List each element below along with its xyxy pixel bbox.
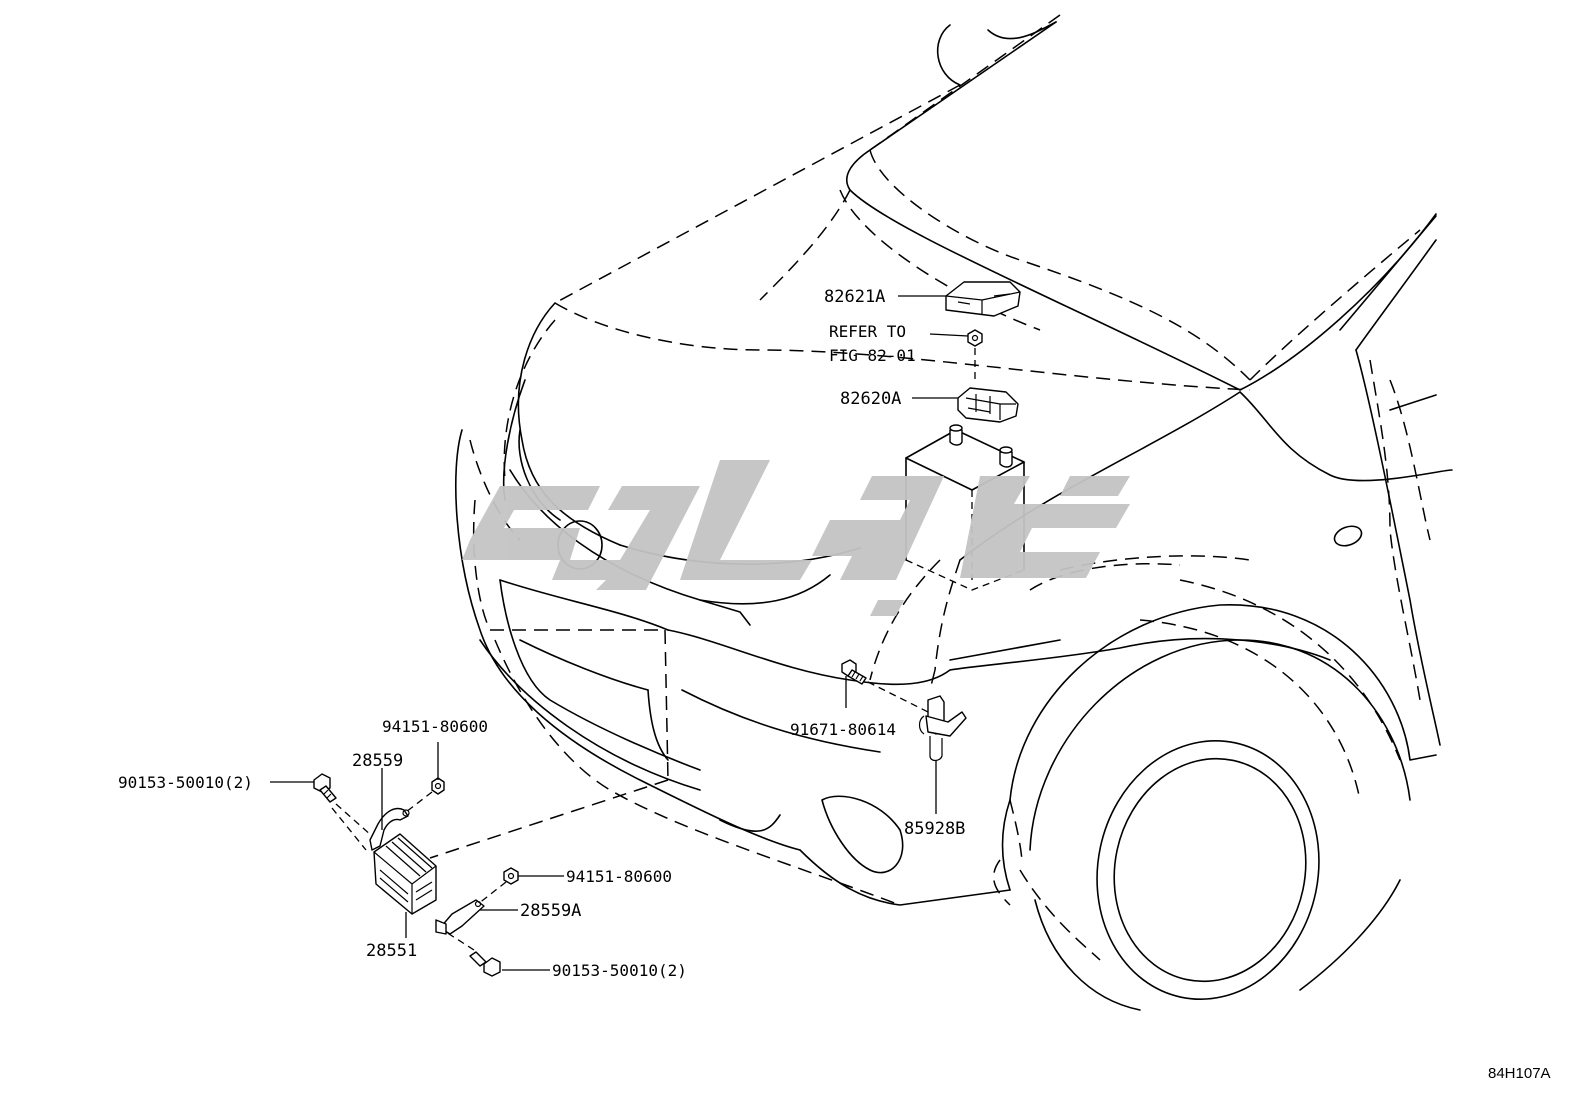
part-85928B-sensor[interactable]: [918, 695, 967, 762]
bolt-icon[interactable]: [841, 659, 867, 685]
dashed-leader: [331, 807, 367, 851]
dashed-leader: [405, 791, 433, 813]
label-82620A[interactable]: 82620A: [840, 389, 901, 409]
label-94151-80600-upper[interactable]: 94151-80600: [382, 717, 488, 736]
bolt-icon[interactable]: [313, 773, 337, 803]
label-28551[interactable]: 28551: [366, 941, 417, 961]
label-28559[interactable]: 28559: [352, 751, 403, 771]
leader-lines: [270, 295, 969, 971]
label-refer-to-line1[interactable]: REFER TO: [829, 322, 906, 341]
part-28559A-bracket[interactable]: [435, 899, 485, 935]
bolt-icon[interactable]: [469, 951, 501, 977]
label-85928B[interactable]: 85928B: [904, 819, 965, 839]
nut-icon[interactable]: [503, 867, 519, 885]
nut-icon[interactable]: [431, 777, 445, 795]
dashed-leader: [867, 681, 929, 713]
part-labels: 82621A REFER TO FIG 82-01 82620A 91671-8…: [118, 287, 1551, 1082]
label-90153-50010-upper[interactable]: 90153-50010(2): [118, 773, 253, 792]
nut-icon[interactable]: [967, 329, 983, 347]
figure-code: 84H107A: [1488, 1065, 1551, 1082]
watermark-logo: [462, 460, 1130, 616]
part-28551-module[interactable]: [373, 833, 437, 915]
vehicle-hidden-lines: [429, 14, 1431, 961]
part-28559-bracket[interactable]: [369, 807, 410, 851]
label-82621A[interactable]: 82621A: [824, 287, 885, 307]
label-94151-80600-lower[interactable]: 94151-80600: [566, 867, 672, 886]
label-90153-50010-lower[interactable]: 90153-50010(2): [552, 961, 687, 980]
dashed-leader: [445, 931, 475, 951]
dashed-leader: [335, 803, 373, 837]
part-82620A-battery-terminal[interactable]: [957, 387, 1019, 423]
dashed-leader: [477, 881, 507, 905]
label-28559A[interactable]: 28559A: [520, 901, 581, 921]
part-82621A-terminal-cover[interactable]: [945, 281, 1021, 317]
label-91671-80614[interactable]: 91671-80614: [790, 720, 896, 739]
label-refer-to-line2[interactable]: FIG 82-01: [829, 346, 916, 365]
